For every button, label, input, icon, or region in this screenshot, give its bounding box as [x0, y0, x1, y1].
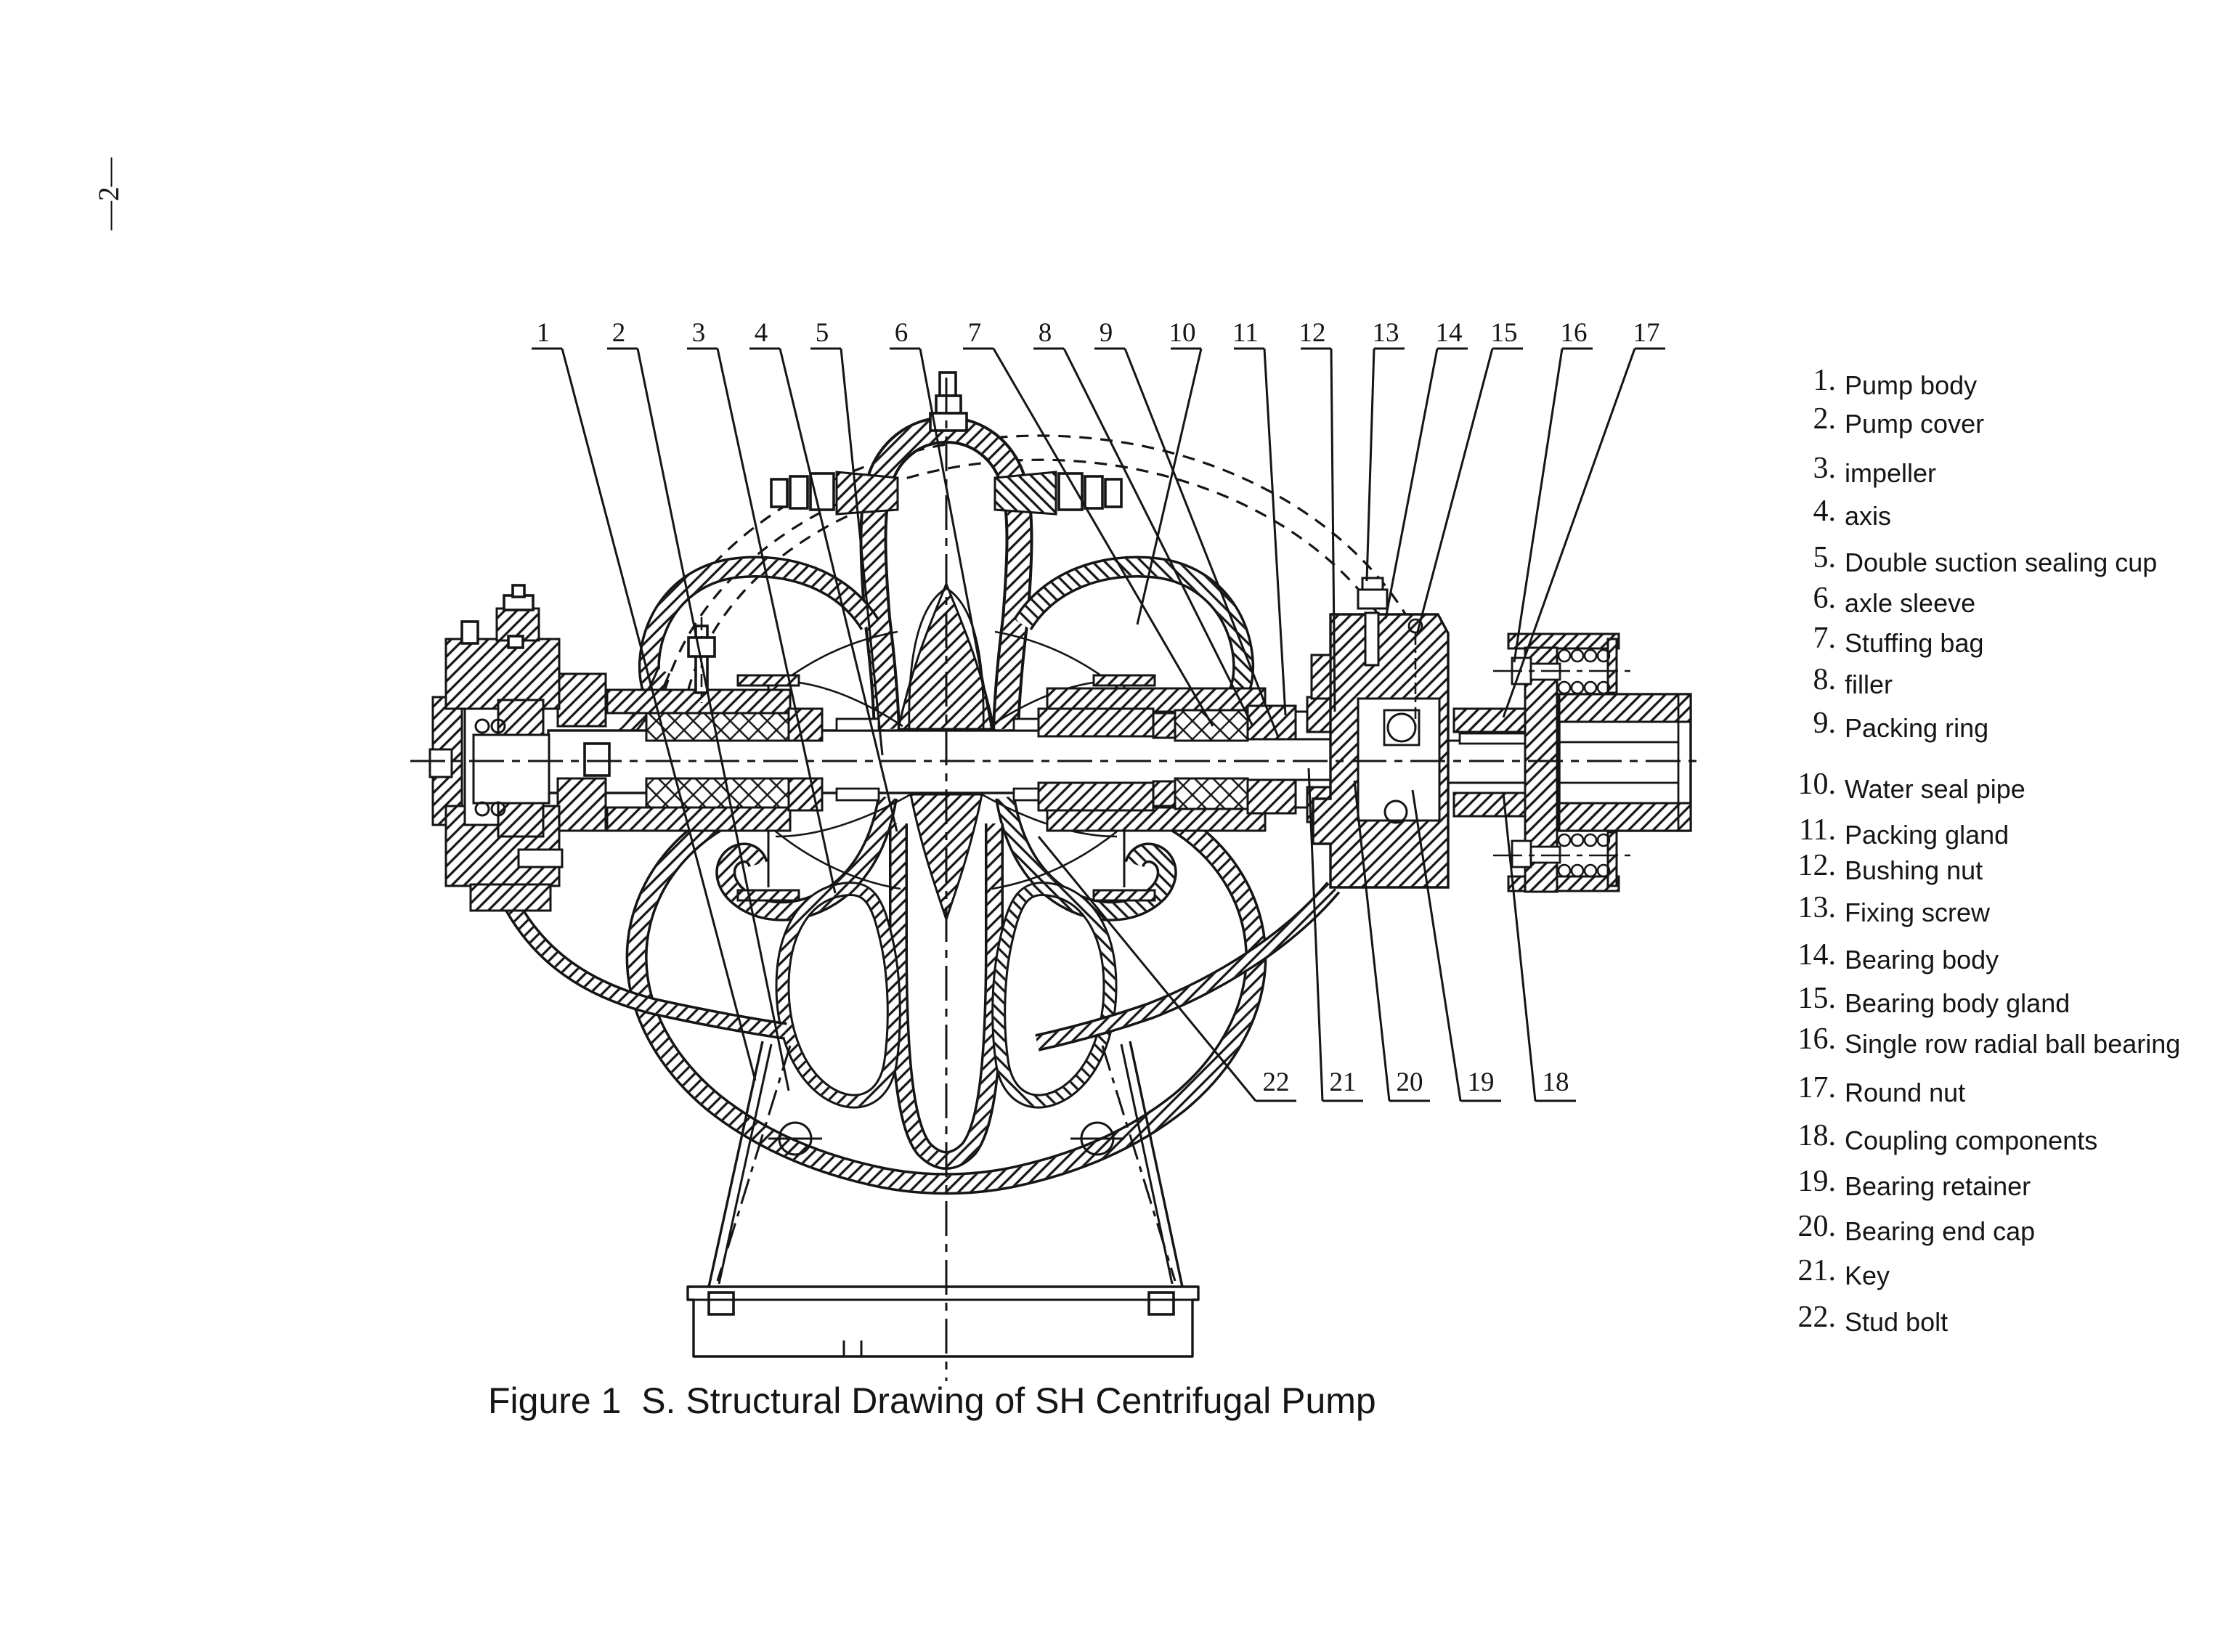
svg-text:1: 1 — [537, 318, 550, 348]
svg-text:19.: 19. — [1798, 1165, 1837, 1198]
svg-text:7.: 7. — [1813, 622, 1837, 655]
svg-text:11.: 11. — [1799, 813, 1836, 847]
svg-text:Water seal pipe: Water seal pipe — [1845, 774, 2025, 804]
svg-text:4.: 4. — [1813, 495, 1837, 528]
svg-text:Stuffing bag: Stuffing bag — [1845, 628, 1984, 658]
svg-text:5: 5 — [816, 318, 829, 348]
svg-text:Bearing retainer: Bearing retainer — [1845, 1171, 2031, 1201]
svg-text:21: 21 — [1330, 1067, 1357, 1097]
svg-text:Pump cover: Pump cover — [1845, 409, 1984, 439]
svg-text:14.: 14. — [1798, 938, 1837, 972]
svg-text:axis: axis — [1845, 501, 1891, 531]
svg-text:Single row radial ball bearing: Single row radial ball bearing — [1845, 1029, 2180, 1059]
svg-text:20.: 20. — [1798, 1210, 1837, 1243]
svg-text:18.: 18. — [1798, 1119, 1837, 1152]
svg-text:axle sleeve: axle sleeve — [1845, 588, 1975, 618]
svg-text:Packing gland: Packing gland — [1845, 820, 2009, 850]
svg-text:13.: 13. — [1798, 891, 1837, 924]
svg-text:Figure 1 S. Structural Drawin: Figure 1 S. Structural Drawing of SH Cen… — [488, 1380, 1376, 1421]
svg-text:14: 14 — [1436, 318, 1463, 348]
svg-text:9: 9 — [1100, 318, 1113, 348]
svg-text:10: 10 — [1169, 318, 1196, 348]
svg-text:Double suction sealing cup: Double suction sealing cup — [1845, 548, 2157, 577]
svg-text:18: 18 — [1543, 1067, 1569, 1097]
svg-text:Bearing end cap: Bearing end cap — [1845, 1216, 2035, 1246]
svg-text:15.: 15. — [1798, 982, 1837, 1015]
svg-text:20: 20 — [1397, 1067, 1423, 1097]
svg-text:Key: Key — [1845, 1261, 1890, 1290]
svg-text:16: 16 — [1561, 318, 1588, 348]
svg-text:Round nut: Round nut — [1845, 1078, 1965, 1107]
svg-text:3: 3 — [692, 318, 706, 348]
svg-text:Packing ring: Packing ring — [1845, 713, 1988, 743]
svg-text:10.: 10. — [1798, 768, 1837, 801]
svg-text:Stud bolt: Stud bolt — [1845, 1307, 1948, 1337]
svg-text:3.: 3. — [1813, 452, 1837, 485]
svg-text:22.: 22. — [1798, 1301, 1837, 1334]
svg-text:8.: 8. — [1813, 663, 1837, 696]
svg-text:7: 7 — [968, 318, 982, 348]
svg-text:12: 12 — [1299, 318, 1326, 348]
svg-text:Bushing nut: Bushing nut — [1845, 855, 1983, 885]
svg-text:Bearing body gland: Bearing body gland — [1845, 988, 2070, 1018]
svg-text:19: 19 — [1468, 1067, 1495, 1097]
svg-text:filler: filler — [1845, 670, 1893, 699]
svg-text:17: 17 — [1633, 318, 1660, 348]
svg-text:11: 11 — [1232, 318, 1259, 348]
svg-text:1.: 1. — [1813, 364, 1837, 397]
svg-text:16.: 16. — [1798, 1022, 1837, 1056]
svg-text:impeller: impeller — [1845, 458, 1936, 488]
svg-text:4: 4 — [755, 318, 768, 348]
svg-text:12.: 12. — [1798, 849, 1837, 882]
svg-text:8: 8 — [1039, 318, 1052, 348]
svg-text:15: 15 — [1491, 318, 1518, 348]
svg-text:6: 6 — [895, 318, 909, 348]
svg-text:Pump body: Pump body — [1845, 370, 1977, 400]
svg-text:22: 22 — [1263, 1067, 1290, 1097]
svg-text:21.: 21. — [1798, 1254, 1837, 1287]
svg-text:5.: 5. — [1813, 541, 1837, 574]
svg-text:2: 2 — [612, 318, 626, 348]
svg-text:—2—: —2— — [92, 157, 125, 231]
svg-text:Bearing body: Bearing body — [1845, 945, 1999, 974]
svg-text:2.: 2. — [1813, 402, 1837, 436]
svg-text:13: 13 — [1373, 318, 1399, 348]
svg-text:Fixing screw: Fixing screw — [1845, 898, 1991, 927]
svg-text:17.: 17. — [1798, 1071, 1837, 1104]
svg-text:9.: 9. — [1813, 707, 1837, 740]
svg-text:Coupling components: Coupling components — [1845, 1126, 2097, 1155]
svg-text:6.: 6. — [1813, 582, 1837, 615]
